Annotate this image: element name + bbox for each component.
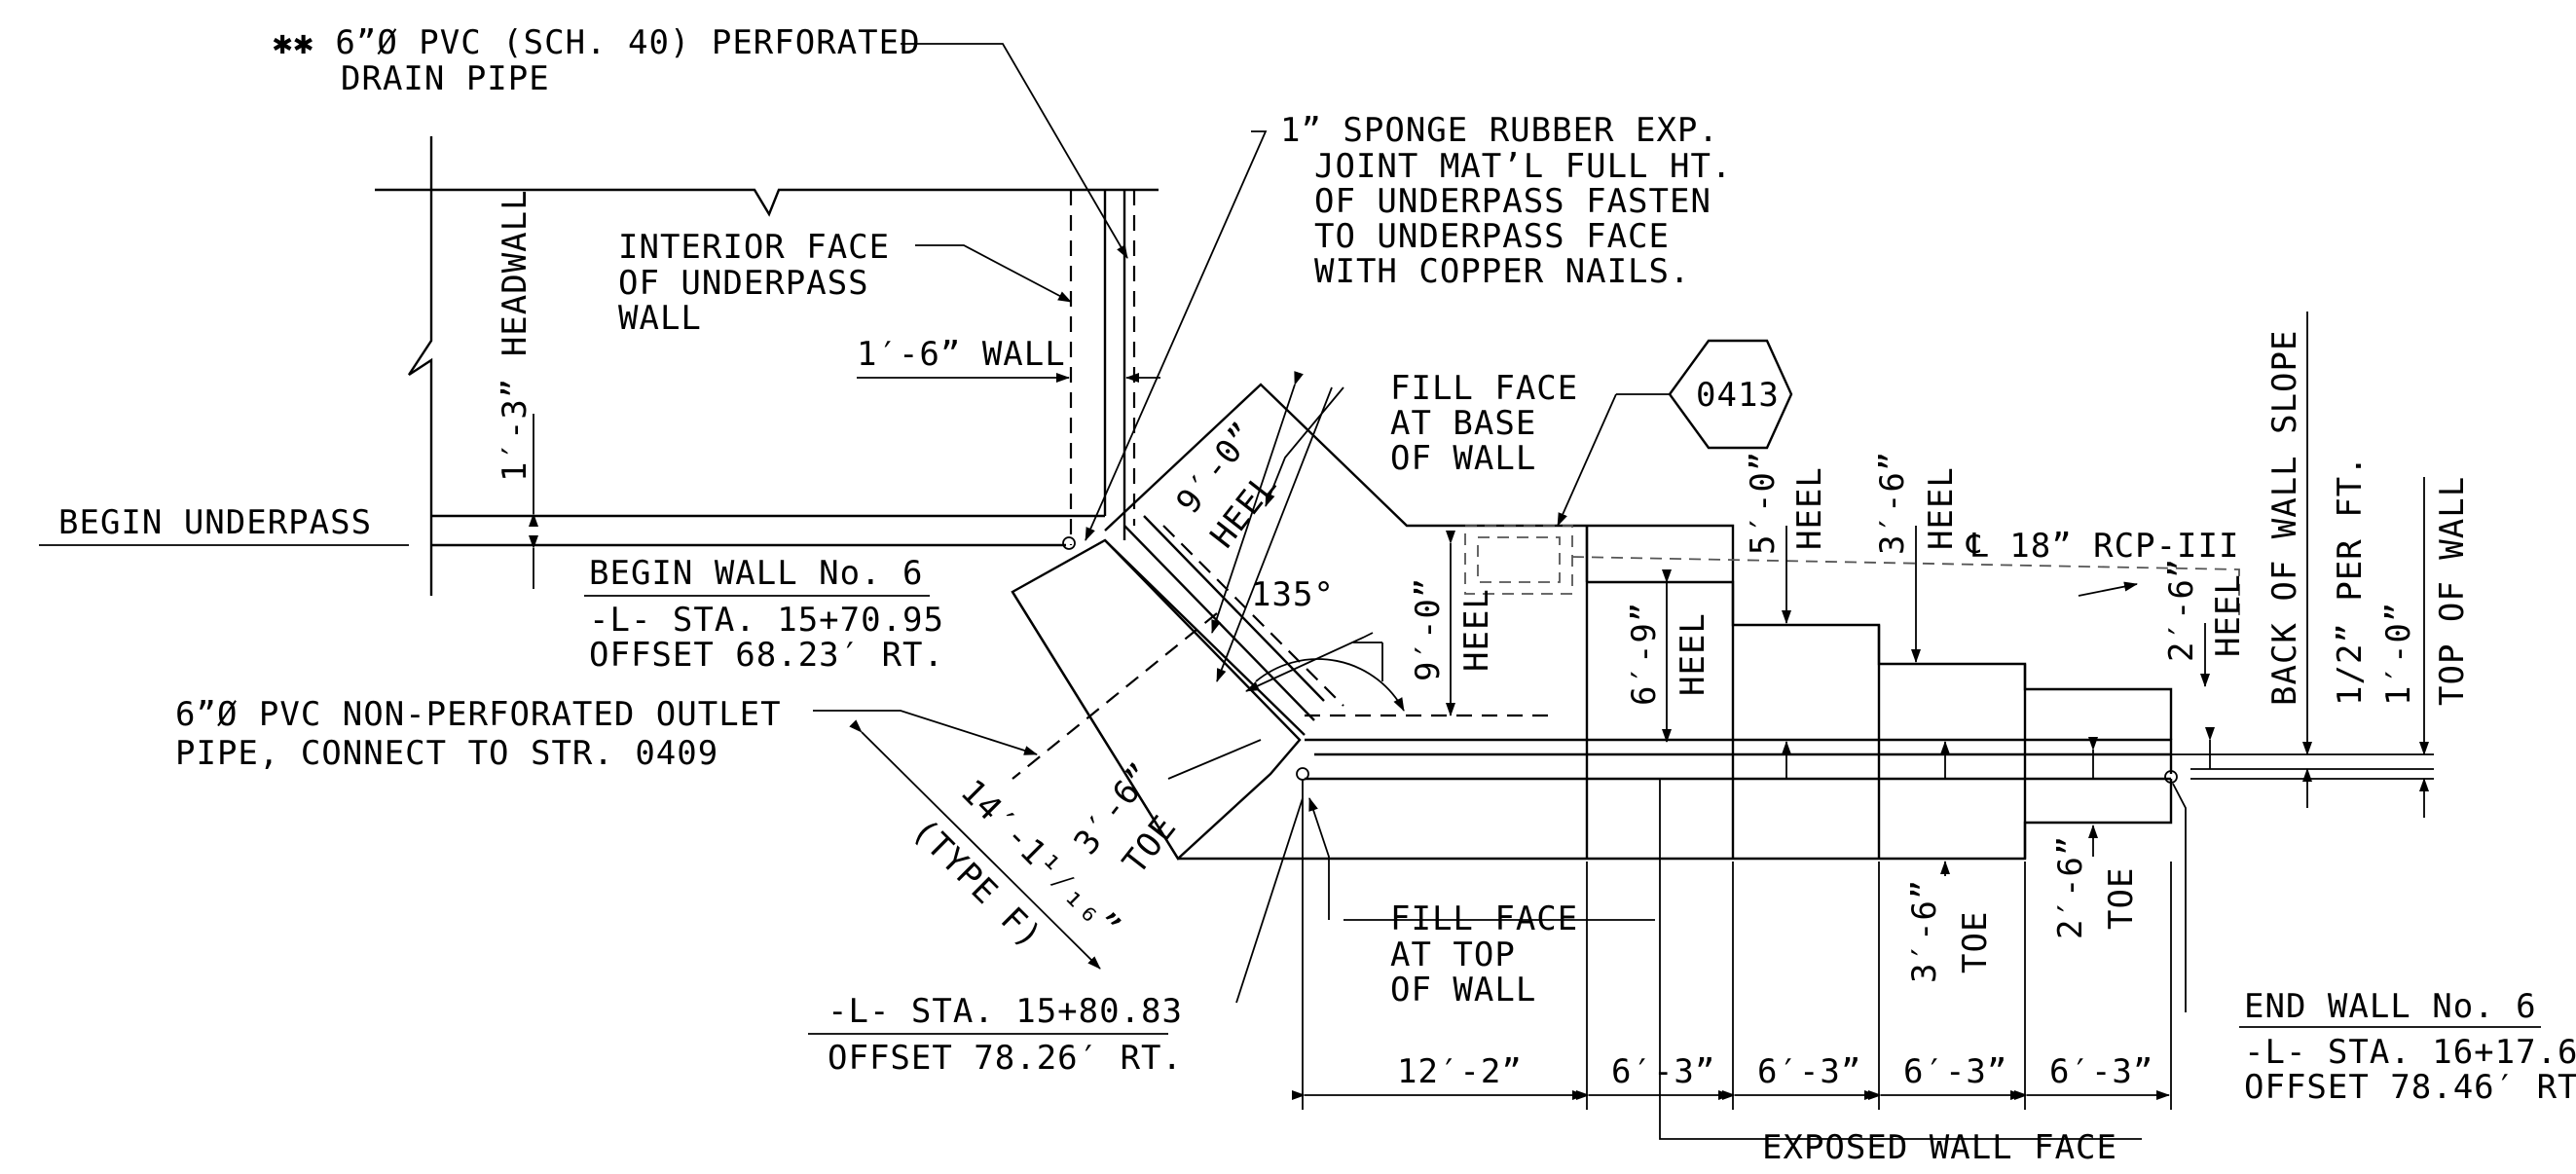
structure-tag-text: 0413 — [1696, 376, 1780, 415]
fill-face-base-label-2: AT BASE — [1390, 404, 1536, 443]
rcp-pipe — [1464, 525, 2240, 623]
dim-12-2: 12′-2” — [1397, 1052, 1523, 1091]
heel-69-label: HEEL — [1674, 612, 1712, 696]
begin-offset-label: OFFSET 68.23′ RT. — [589, 636, 944, 675]
outlet-pipe-label: 6”Ø PVC NON-PERFORATED OUTLET — [175, 695, 782, 734]
dim-6-3-d: 6′-3” — [2049, 1052, 2153, 1091]
dim-6-3-c: 6′-3” — [1903, 1052, 2007, 1091]
interior-face-label-3: WALL — [618, 299, 702, 338]
begin-underpass-label: BEGIN UNDERPASS — [58, 503, 372, 542]
end-offset-label: OFFSET 78.46′ RT. — [2244, 1068, 2576, 1107]
angle-label: 135° — [1251, 575, 1335, 614]
sponge-rubber-label-4: TO UNDERPASS FACE — [1314, 217, 1670, 256]
fill-face-base-label-3: OF WALL — [1390, 439, 1536, 478]
horizontal-dimensions — [1292, 779, 2172, 1110]
end-station-label: -L- STA. 16+17.64 — [2244, 1033, 2576, 1072]
headwall-dimension: 1′-3” HEADWALL — [496, 189, 534, 482]
top-wall-dimension: 1′-0” — [2379, 602, 2418, 706]
fill-face-base-label: FILL FACE — [1390, 369, 1578, 408]
toe-36-label: TOE — [1956, 911, 1995, 973]
mid-station-label: -L- STA. 15+80.83 — [828, 992, 1183, 1031]
begin-wall-label: BEGIN WALL No. 6 — [589, 554, 924, 593]
heel-26-dimension: 2′-6” — [2162, 558, 2201, 662]
wall-thickness-label: 1′-6” WALL — [857, 335, 1066, 374]
fill-face-top-label-2: AT TOP — [1390, 936, 1516, 974]
diagonal-dimensions — [849, 371, 1304, 970]
outlet-pipe-label-2: PIPE, CONNECT TO STR. 0409 — [175, 734, 718, 773]
fill-face-top-label-3: OF WALL — [1390, 971, 1536, 1009]
heel-50-label: HEEL — [1790, 466, 1829, 550]
rcp-pipe-label: ℄ 18” RCP-III — [1966, 527, 2239, 566]
heel-69-dimension: 6′-9” — [1625, 602, 1664, 706]
drain-pipe-label: ✱✱ 6”Ø PVC (SCH. 40) PERFORATED — [273, 23, 921, 62]
heel-36-label: HEEL — [1922, 466, 1961, 550]
back-slope-label: BACK OF WALL SLOPE — [2265, 330, 2304, 706]
structure-tag — [1557, 339, 1793, 527]
interior-face-label: INTERIOR FACE — [618, 228, 890, 267]
interior-face-label-2: OF UNDERPASS — [618, 264, 869, 303]
toe-26-dimension: 2′-6” — [2051, 835, 2090, 939]
dim-6-3-a: 6′-3” — [1611, 1052, 1715, 1091]
drain-pipe-label-2: DRAIN PIPE — [341, 59, 550, 98]
heel-9-vertical-label: HEEL — [1457, 588, 1496, 672]
heel-36-dimension: 3′-6” — [1873, 451, 1912, 555]
begin-station-label: -L- STA. 15+70.95 — [589, 601, 944, 640]
sponge-rubber-label-2: JOINT MAT’L FULL HT. — [1314, 147, 1732, 186]
mid-offset-label: OFFSET 78.26′ RT. — [828, 1039, 1183, 1078]
vertical-dimensions — [1446, 312, 2429, 876]
toe-36-dimension: 3′-6” — [1905, 879, 1944, 983]
sponge-rubber-label-5: WITH COPPER NAILS. — [1314, 252, 1690, 291]
sponge-rubber-label: 1” SPONGE RUBBER EXP. — [1280, 111, 1719, 150]
dim-6-3-b: 6′-3” — [1757, 1052, 1861, 1091]
heel-26-label: HEEL — [2209, 573, 2248, 657]
exposed-wall-face-label: EXPOSED WALL FACE — [1762, 1128, 2117, 1167]
heel-9-vertical: 9′-0” — [1409, 577, 1448, 681]
end-wall-label: END WALL No. 6 — [2244, 987, 2537, 1026]
per-ft-label: 1/2” PER FT. — [2331, 455, 2370, 706]
heel-50-dimension: 5′-0” — [1744, 451, 1783, 555]
top-of-wall-label: TOP OF WALL — [2433, 476, 2472, 706]
fill-face-top-label: FILL FACE — [1390, 899, 1578, 938]
toe-26-label: TOE — [2102, 867, 2141, 930]
sponge-rubber-label-3: OF UNDERPASS FASTEN — [1314, 182, 1711, 221]
